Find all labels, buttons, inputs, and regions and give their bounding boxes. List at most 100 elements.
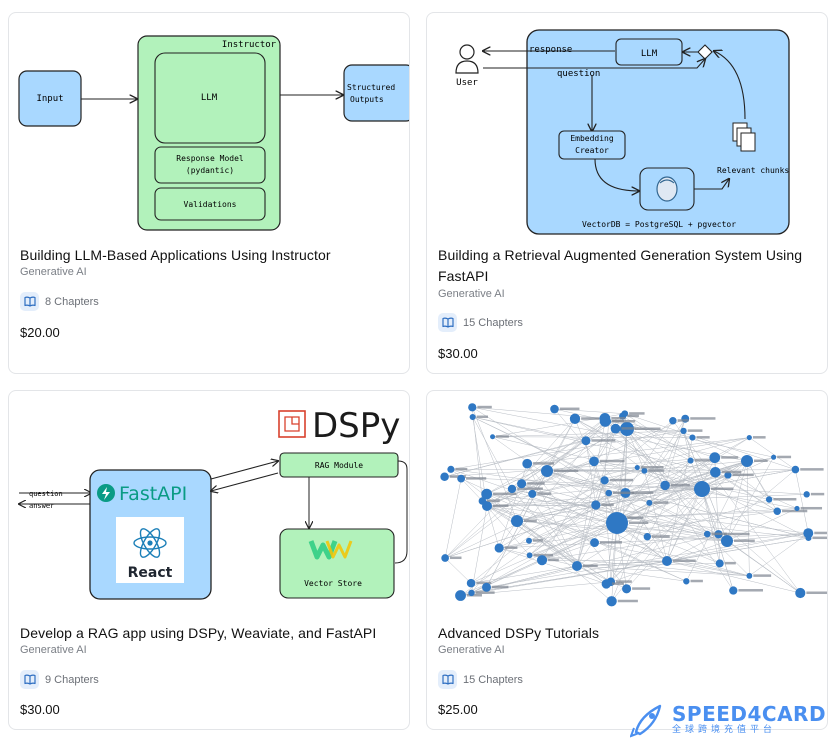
graph-node (550, 404, 559, 414)
course-price: $30.00 (20, 702, 60, 717)
graph-edge (486, 418, 686, 507)
graph-edge (606, 428, 628, 584)
graph-edge (472, 416, 513, 490)
graph-node (610, 423, 621, 434)
course-category: Generative AI (20, 266, 87, 278)
graph-node (572, 561, 582, 571)
graph-node-label (753, 574, 772, 577)
graph-edge (444, 440, 586, 477)
book-open-icon (438, 313, 457, 332)
graph-node-label (721, 470, 742, 474)
book-open-icon (20, 670, 39, 689)
graph-edge (666, 560, 801, 594)
graph-node (482, 582, 491, 592)
graph-node (803, 528, 814, 539)
graph-node-label (631, 491, 654, 494)
graph-edge (666, 534, 719, 562)
chapters-info: 15 Chapters (438, 670, 523, 689)
course-title[interactable]: Building LLM-Based Applications Using In… (20, 247, 331, 263)
graph-edge (472, 416, 728, 542)
graph-edge (529, 480, 605, 556)
diagram-rag-module-label: RAG Module (315, 461, 363, 470)
graph-node (600, 476, 609, 485)
chapters-info: 8 Chapters (20, 292, 99, 311)
course-title[interactable]: Advanced DSPy Tutorials (438, 625, 600, 641)
graph-edge (471, 505, 488, 593)
graph-node-label (599, 541, 622, 544)
graph-node-label (609, 478, 634, 482)
graph-node-label (732, 473, 754, 477)
diagram-pydantic-label: (pydantic) (186, 166, 234, 175)
graph-edge (472, 416, 716, 473)
graph-node-label (449, 556, 462, 560)
course-card[interactable]: Input Instructor LLM Response Model (pyd… (8, 12, 410, 374)
course-card[interactable]: User response LLM question Embedding Cre… (426, 12, 828, 374)
graph-node-label (493, 492, 517, 496)
graph-node (794, 505, 800, 512)
graph-node-label (611, 419, 625, 423)
graph-node (634, 464, 640, 471)
graph-edge (527, 437, 750, 464)
graph-node (468, 589, 475, 597)
watermark-brand: SPEED4CARD (672, 702, 827, 726)
graph-node (746, 434, 752, 441)
graph-edge (460, 492, 609, 596)
graph-node-label (653, 501, 669, 504)
graph-node (721, 535, 733, 547)
graph-edge (546, 437, 750, 472)
graph-edge (492, 436, 693, 438)
graph-node-label (533, 553, 553, 557)
graph-edge (749, 533, 809, 577)
graph-node-label (724, 561, 736, 565)
graph-edge (666, 437, 693, 562)
diagram-instructor-label: Instructor (222, 40, 277, 50)
graph-node-label (617, 599, 638, 603)
graph-edge (482, 500, 578, 567)
graph-edge (542, 559, 668, 562)
graph-edge (532, 460, 691, 495)
graph-edge (701, 488, 734, 591)
graph-node (741, 455, 753, 467)
graph-node-label (537, 492, 552, 495)
diagram-output-label-2: Outputs (350, 95, 384, 104)
graph-node (468, 403, 477, 412)
graph-node (669, 416, 677, 425)
graph-node-label (559, 407, 580, 411)
graph-node-label (527, 482, 545, 485)
course-thumbnail (427, 391, 827, 621)
graph-edge (611, 418, 686, 602)
graph-edge (460, 478, 483, 502)
graph-node-label (773, 497, 797, 501)
graph-edge (532, 437, 750, 495)
graph-edge (686, 460, 748, 582)
graph-node (466, 578, 476, 588)
graph-edge (746, 460, 778, 512)
course-card[interactable]: Advanced DSPy Tutorials Generative AI 15… (426, 390, 828, 730)
graph-node-label (476, 415, 488, 419)
graph-node-label (548, 558, 559, 562)
course-card[interactable]: DSPy question answer FastAPI React RAG M… (8, 390, 410, 730)
diagram-user-label: User (456, 78, 478, 88)
graph-edge (605, 421, 801, 594)
graph-node-label (754, 459, 768, 462)
graph-node (589, 456, 599, 467)
course-title[interactable]: Develop a RAG app using DSPy, Weaviate, … (20, 625, 377, 641)
graph-edge (576, 565, 687, 582)
graph-edge (499, 532, 809, 549)
dspy-logo-text: DSPy (312, 406, 400, 446)
graph-edge (726, 457, 774, 542)
graph-edge (499, 511, 778, 549)
diagram-creator-label: Creator (575, 146, 609, 155)
graph-node (710, 466, 721, 478)
course-title[interactable]: Building a Retrieval Augmented Generatio… (438, 247, 803, 284)
graph-edge (610, 428, 628, 582)
graph-node-label (554, 469, 579, 472)
graph-node-label (782, 509, 808, 513)
graph-node (622, 584, 632, 594)
graph-node (440, 472, 449, 482)
graph-edge (795, 469, 809, 534)
graph-edge (472, 416, 719, 535)
graph-edge (472, 407, 748, 462)
graph-edge (726, 508, 798, 542)
graph-node (528, 489, 537, 498)
